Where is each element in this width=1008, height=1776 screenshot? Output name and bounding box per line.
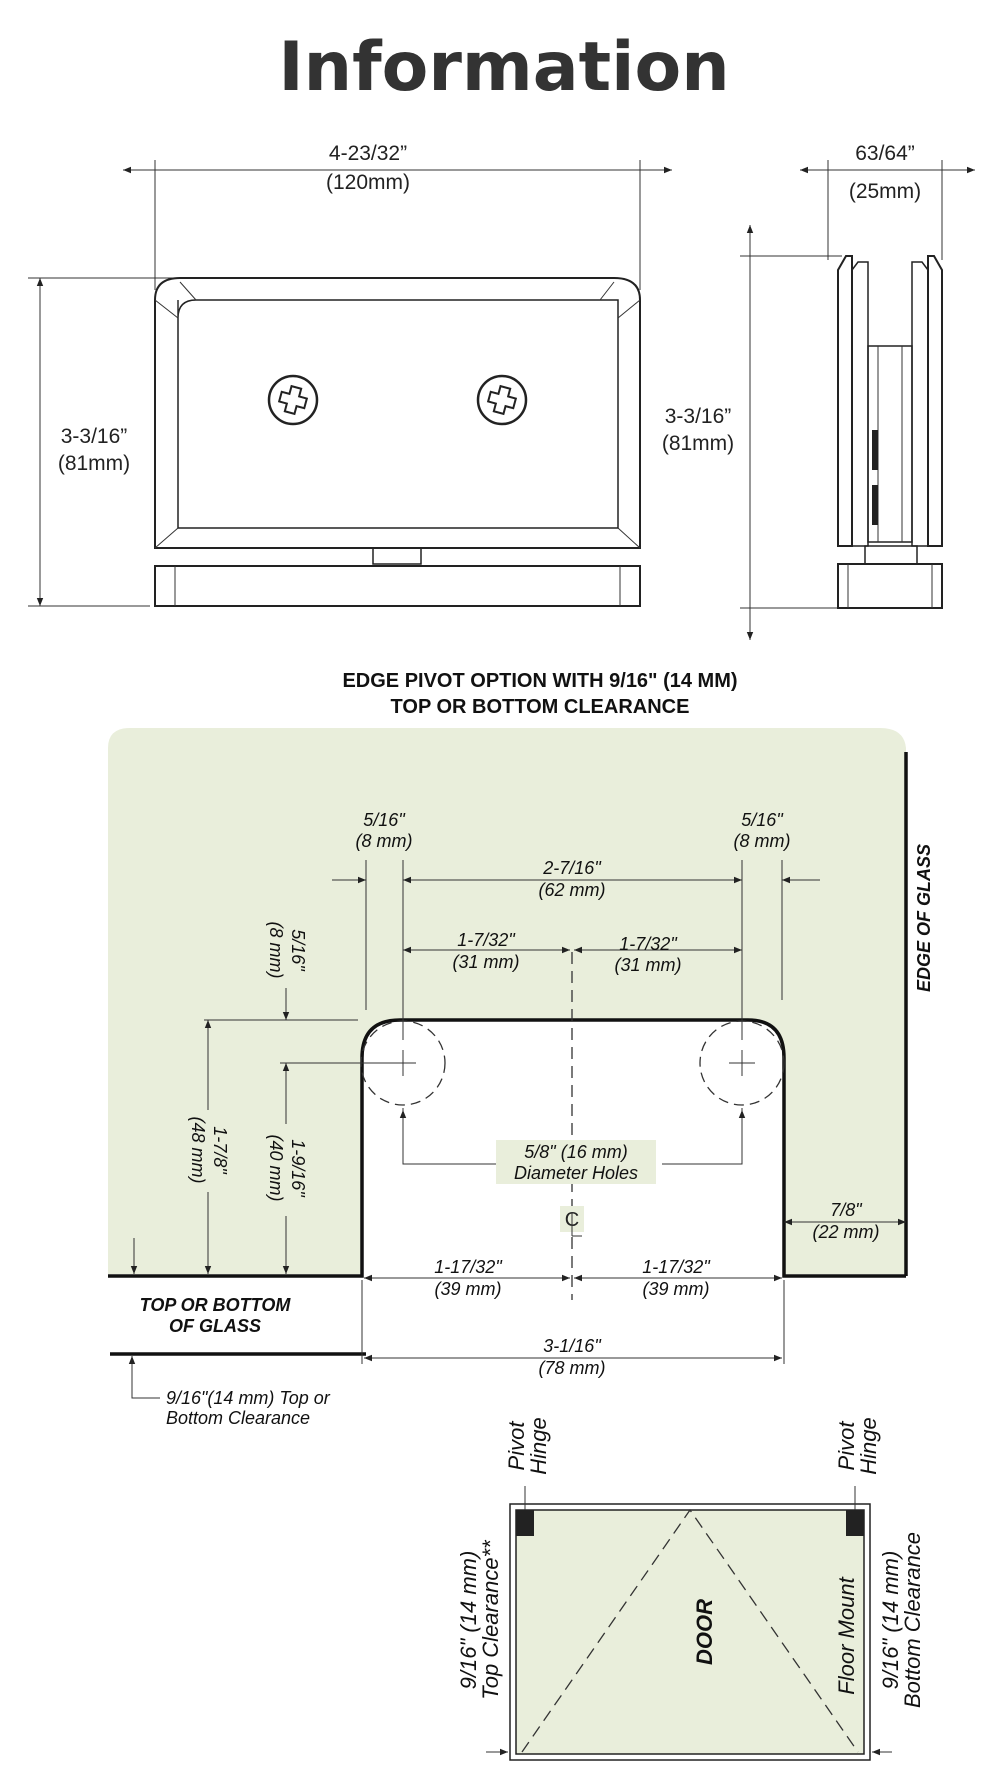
bottom-left-inch: 1-17/32" xyxy=(434,1257,503,1277)
hole-diameter-2: Diameter Holes xyxy=(514,1163,638,1183)
hole-depth-mm: (40 mm) xyxy=(266,1135,286,1202)
door-label: DOOR xyxy=(692,1599,717,1665)
clearance-note-2: Bottom Clearance xyxy=(166,1408,310,1428)
page-title: Information xyxy=(278,28,730,107)
side-width-mm: (25mm) xyxy=(849,180,921,203)
right-clearance-1: 9/16" (14 mm) xyxy=(878,1551,903,1690)
top-offset-mm: (8 mm) xyxy=(266,922,286,979)
screw-left-icon xyxy=(267,374,319,426)
top-bottom-of-glass-1: TOP OR BOTTOM xyxy=(140,1295,292,1315)
half-right-inch: 1-7/32" xyxy=(619,934,678,954)
bottom-left-mm: (39 mm) xyxy=(435,1279,502,1299)
front-width-inch: 4-23/32” xyxy=(329,142,407,165)
half-right-mm: (31 mm) xyxy=(615,955,682,975)
left-offset-mm: (8 mm) xyxy=(356,831,413,851)
depth-inch: 1-7/8" xyxy=(210,1126,230,1175)
front-width-mm: (120mm) xyxy=(326,171,410,194)
side-height-inch: 3-3/16” xyxy=(665,405,732,428)
half-left-mm: (31 mm) xyxy=(453,952,520,972)
half-left-inch: 1-7/32" xyxy=(457,930,516,950)
pivot-right-icon xyxy=(846,1510,864,1536)
glass-area xyxy=(108,728,906,1274)
front-height-inch: 3-3/16” xyxy=(61,425,128,448)
edge-of-glass-label: EDGE OF GLASS xyxy=(914,844,934,992)
depth-mm: (48 mm) xyxy=(188,1117,208,1184)
front-view: 4-23/32” (120mm) 3-3/16” (81mm) xyxy=(28,142,672,607)
side-width-inch: 63/64” xyxy=(855,142,915,165)
left-clearance-2: Top Clearance** xyxy=(478,1539,503,1700)
cutout-heading-1: EDGE PIVOT OPTION WITH 9/16" (14 MM) xyxy=(342,670,737,692)
total-width-inch: 3-1/16" xyxy=(543,1336,602,1356)
left-offset-inch: 5/16" xyxy=(363,810,406,830)
pivot-left-2: Hinge xyxy=(526,1417,551,1474)
floor-mount-label: Floor Mount xyxy=(834,1576,859,1694)
total-width-mm: (78 mm) xyxy=(539,1358,606,1378)
cutout-diagram: EDGE PIVOT OPTION WITH 9/16" (14 MM) TOP… xyxy=(108,670,934,1428)
cutout-heading-2: TOP OR BOTTOM CLEARANCE xyxy=(391,696,690,718)
right-offset-inch: 5/16" xyxy=(741,810,784,830)
left-clearance-1: 9/16" (14 mm) xyxy=(456,1551,481,1690)
clearance-note-1: 9/16"(14 mm) Top or xyxy=(166,1388,331,1408)
bottom-right-mm: (39 mm) xyxy=(643,1279,710,1299)
right-clearance-2: Bottom Clearance xyxy=(900,1532,925,1708)
pivot-right-2: Hinge xyxy=(856,1417,881,1474)
pivot-left-icon xyxy=(516,1510,534,1536)
side-view: 63/64” (25mm) 3-3/16” (81mm) xyxy=(660,142,975,640)
hole-spacing-inch: 2-7/16" xyxy=(542,858,602,878)
edge-width-mm: (22 mm) xyxy=(813,1222,880,1242)
edge-width-inch: 7/8" xyxy=(830,1200,863,1220)
top-bottom-of-glass-2: OF GLASS xyxy=(169,1316,261,1336)
side-height-mm: (81mm) xyxy=(662,432,734,455)
hole-depth-inch: 1-9/16" xyxy=(288,1139,308,1198)
front-height-mm: (81mm) xyxy=(58,452,130,475)
screw-right-icon xyxy=(476,374,528,426)
pivot-right-1: Pivot xyxy=(834,1421,859,1471)
bottom-right-inch: 1-17/32" xyxy=(642,1257,711,1277)
right-offset-mm: (8 mm) xyxy=(734,831,791,851)
hole-spacing-mm: (62 mm) xyxy=(539,880,606,900)
hole-diameter-1: 5/8" (16 mm) xyxy=(524,1142,627,1162)
door-diagram: Pivot Hinge Pivot Hinge DOOR Floor Mount… xyxy=(456,1417,925,1761)
pivot-left-1: Pivot xyxy=(504,1421,529,1471)
top-offset-inch: 5/16" xyxy=(288,929,308,972)
